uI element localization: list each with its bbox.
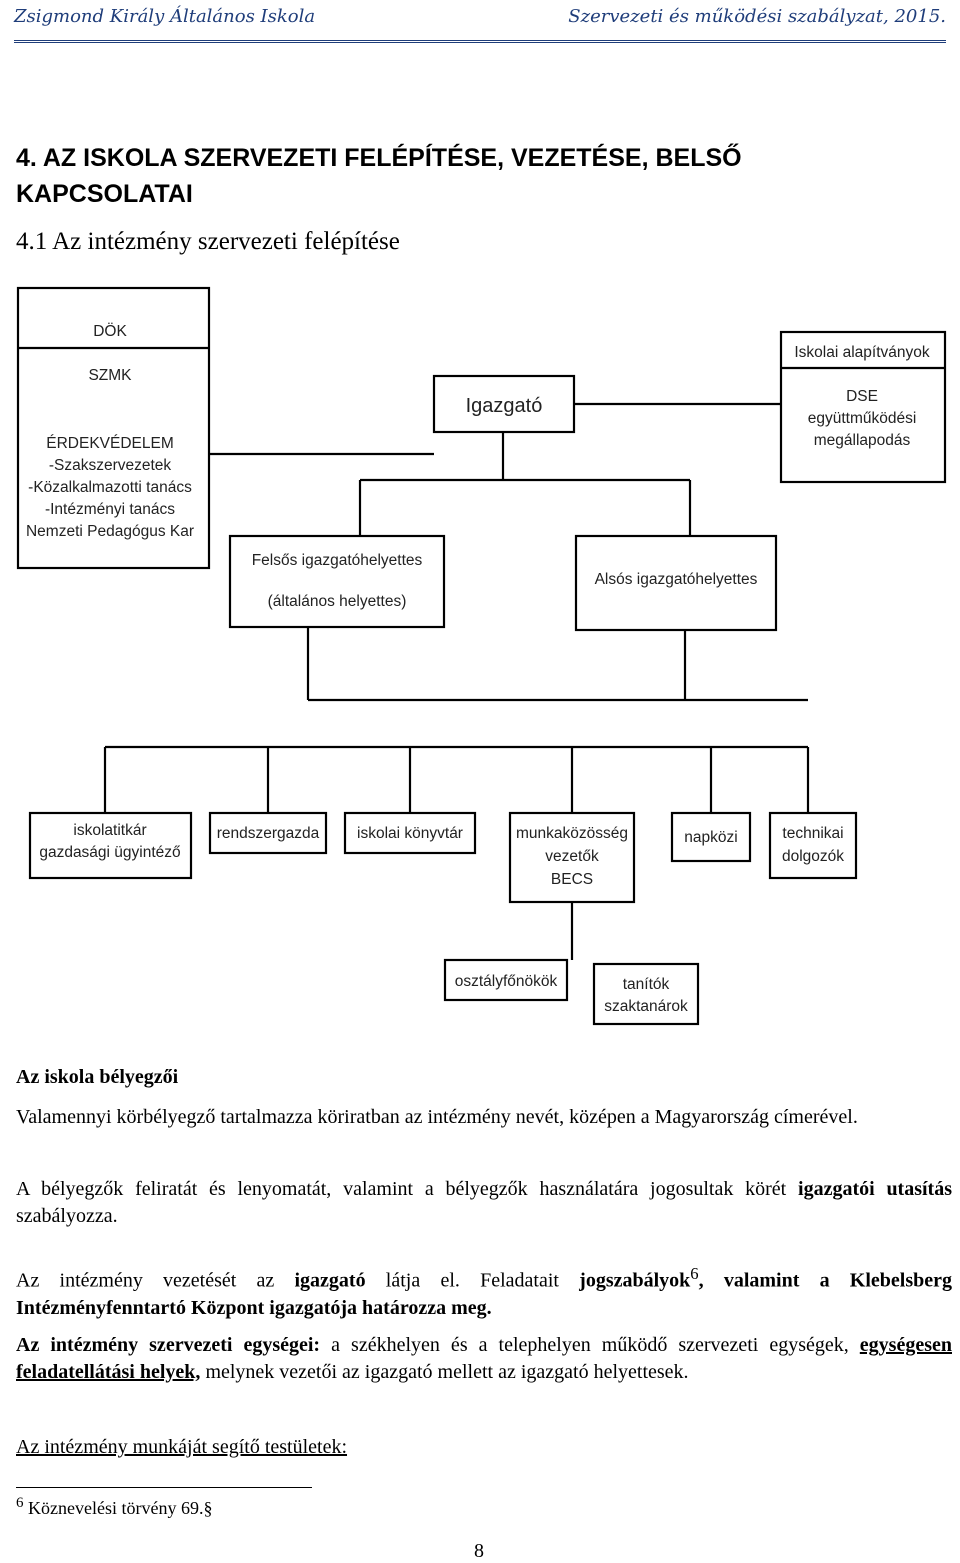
unit-workgroup-box: munkaközösség vezetők BECS — [508, 811, 636, 904]
lower-deputy-label: Alsós igazgatóhelyettes — [595, 571, 758, 588]
unit-sysadmin-box: rendszergazda — [208, 811, 328, 855]
header-school-name: Zsigmond Király Általános Iskola — [14, 6, 316, 27]
technical-label: technikai — [782, 825, 843, 842]
director-label: Igazgató — [466, 395, 543, 417]
representative-bodies-box: DÖK SZMK ÉRDEKVÉDELEM -Szakszervezetek -… — [16, 286, 211, 570]
footnote-rule — [16, 1487, 312, 1488]
org-chart: DÖK SZMK ÉRDEKVÉDELEM -Szakszervezetek -… — [16, 286, 947, 1026]
header-document-title: Szervezeti és működési szabályzat, 2015. — [568, 6, 946, 27]
org-chart-connectors — [103, 402, 810, 960]
institutional-council-label: -Intézményi tanács — [45, 501, 175, 518]
page-number: 8 — [474, 1540, 484, 1562]
subject-teachers-label: szaktanárok — [604, 998, 688, 1015]
lower-deputy-box: Alsós igazgatóhelyettes — [574, 534, 778, 632]
secretary-label: iskolatitkár — [73, 822, 146, 839]
footnote: 6 Köznevelési törvény 69.§ — [16, 1495, 213, 1518]
paragraph-organizational-units: Az intézmény szervezeti egységei: a szék… — [16, 1334, 952, 1383]
foundations-title: Iskolai alapítványok — [794, 344, 930, 361]
teachers-label: tanítók — [623, 976, 670, 993]
leaders-label: vezetők — [545, 848, 599, 865]
national-teachers-faculty-label: Nemzeti Pedagógus Kar — [26, 523, 194, 540]
staff-label: dolgozók — [782, 848, 844, 865]
paragraph-stamps-regulation: A bélyegzők feliratát és lenyomatát, val… — [16, 1178, 953, 1227]
foundations-box: Iskolai alapítványok DSE együttműködési … — [779, 330, 947, 484]
workgroup-label: munkaközösség — [516, 825, 628, 842]
interest-protection-label: ÉRDEKVÉDELEM — [46, 435, 173, 452]
section-title: 4. AZ ISKOLA SZERVEZETI FELÉPÍTÉSE, VEZE… — [16, 144, 742, 208]
agreement-label: megállapodás — [814, 432, 911, 449]
paragraph-supporting-bodies: Az intézmény munkáját segítő testületek: — [16, 1436, 348, 1458]
becs-label: BECS — [551, 871, 593, 888]
unit-secretary-box: iskolatitkár gazdasági ügyintéző — [28, 811, 193, 880]
dse-label: DSE — [846, 388, 878, 405]
teachers-box: tanítók szaktanárok — [592, 962, 700, 1026]
form-teachers-box: osztályfőnökök — [443, 958, 569, 1002]
cooperation-label: együttműködési — [808, 410, 917, 427]
header-rule — [14, 40, 946, 43]
paragraph-stamps-content: Valamennyi körbélyegző tartalmazza körir… — [16, 1106, 858, 1128]
unit-dayschool-box: napközi — [670, 811, 752, 863]
stamps-heading: Az iskola bélyegzői — [16, 1066, 179, 1088]
unit-library-box: iskolai könyvtár — [343, 811, 477, 855]
form-teachers-label: osztályfőnökök — [455, 973, 558, 990]
general-deputy-label: (általános helyettes) — [268, 593, 407, 610]
subsection-title: 4.1 Az intézmény szervezeti felépítése — [16, 228, 400, 255]
sysadmin-label: rendszergazda — [217, 825, 320, 842]
upper-deputy-label: Felsős igazgatóhelyettes — [252, 552, 423, 569]
trade-unions-label: -Szakszervezetek — [49, 457, 172, 474]
szmk-label: SZMK — [88, 367, 132, 384]
finance-clerk-label: gazdasági ügyintéző — [39, 844, 180, 861]
unit-technical-box: technikai dolgozók — [768, 811, 858, 880]
civil-servants-council-label: -Közalkalmazotti tanács — [28, 479, 192, 496]
footnote-ref[interactable]: 6 — [690, 1264, 699, 1283]
dayschool-label: napközi — [684, 829, 737, 846]
dok-label: DÖK — [93, 322, 127, 340]
library-label: iskolai könyvtár — [357, 825, 463, 842]
upper-deputy-box: Felsős igazgatóhelyettes (általános hely… — [228, 534, 446, 629]
director-box: Igazgató — [432, 374, 576, 434]
paragraph-leadership: Az intézmény vezetését az igazgató látja… — [16, 1264, 953, 1319]
